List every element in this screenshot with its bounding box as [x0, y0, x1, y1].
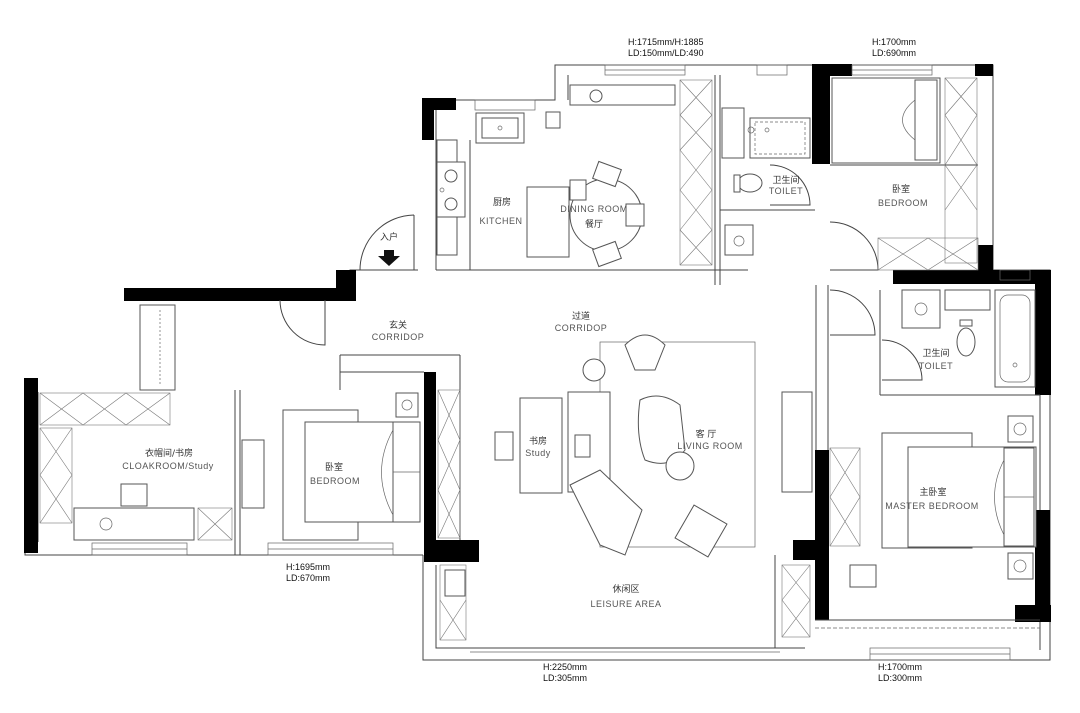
dim-bottom-center-2: LD:305mm [543, 673, 587, 683]
foyer-label-zh: 玄关 [389, 319, 407, 331]
toilet-right-label-zh: 卫生间 [922, 347, 949, 359]
bedroom-left-label-en: BEDROOM [310, 476, 360, 486]
top-bedroom-furniture [831, 77, 979, 271]
bedroom-top-label-zh: 卧室 [892, 183, 910, 195]
dining-label-en: DINING ROOM [560, 204, 628, 214]
corridor-label-en: CORRIDOP [555, 323, 608, 333]
living-label-en: LIVING ROOM [677, 441, 743, 451]
right-toilet-fixtures [901, 289, 1036, 388]
cloakroom-label-en: CLOAKROOM/Study [122, 461, 214, 471]
cloakroom-furniture [39, 304, 233, 541]
dim-top-right-2: LD:690mm [872, 48, 916, 58]
dining-table [526, 160, 645, 268]
structural-walls [24, 64, 1051, 622]
toilet-right-label-en: TOILET [919, 361, 953, 371]
bedroom-top-label-en: BEDROOM [878, 198, 928, 208]
dim-top-center-2: LD:150mm/LD:490 [628, 48, 704, 58]
living-label-zh: 客 厅 [696, 428, 717, 440]
windows [91, 64, 1031, 661]
leisure-label-zh: 休闲区 [612, 583, 639, 595]
top-toilet-fixtures [721, 107, 811, 256]
dim-top-center-1: H:1715mm/H:1885 [628, 37, 704, 47]
interior-partitions [234, 75, 1040, 648]
room-labels: 厨房 KITCHEN DINING ROOM 餐厅 卫生间 TOILET 卧室 … [122, 174, 979, 609]
entry-label: 入户 [380, 231, 398, 243]
kitchen-label-zh: 厨房 [493, 196, 511, 208]
entry-arrow-icon [378, 250, 400, 266]
toilet-top-label-en: TOILET [769, 186, 803, 196]
foyer-label-en: CORRIDOP [372, 332, 425, 342]
dim-bottom-right-2: LD:300mm [878, 673, 922, 683]
toilet-top-label-zh: 卫生间 [772, 174, 799, 186]
bedroom-left-label-zh: 卧室 [325, 461, 343, 473]
dimension-notes: H:1715mm/H:1885 LD:150mm/LD:490 H:1700mm… [286, 37, 922, 683]
master-label-en: MASTER BEDROOM [885, 501, 979, 511]
dining-label-zh: 餐厅 [585, 218, 603, 230]
master-bedroom-furniture [815, 415, 1040, 629]
dim-top-right-1: H:1700mm [872, 37, 916, 47]
kitchen-label-en: KITCHEN [479, 216, 522, 226]
dim-bottom-left-1: H:1695mm [286, 562, 330, 572]
dim-bottom-right-1: H:1700mm [878, 662, 922, 672]
dim-bottom-left-2: LD:670mm [286, 573, 330, 583]
study-label-zh: 书房 [529, 435, 547, 447]
doors [279, 164, 923, 381]
study-label-en: Study [525, 448, 551, 458]
leisure-label-en: LEISURE AREA [590, 599, 661, 609]
corridor-label-zh: 过道 [572, 310, 590, 322]
left-bedroom-furniture [241, 389, 461, 541]
cloakroom-label-zh: 衣帽间/书房 [145, 447, 193, 459]
living-furniture [439, 334, 813, 641]
master-label-zh: 主卧室 [919, 486, 946, 498]
dim-bottom-center-1: H:2250mm [543, 662, 587, 672]
kitchen-fixtures [436, 79, 713, 266]
